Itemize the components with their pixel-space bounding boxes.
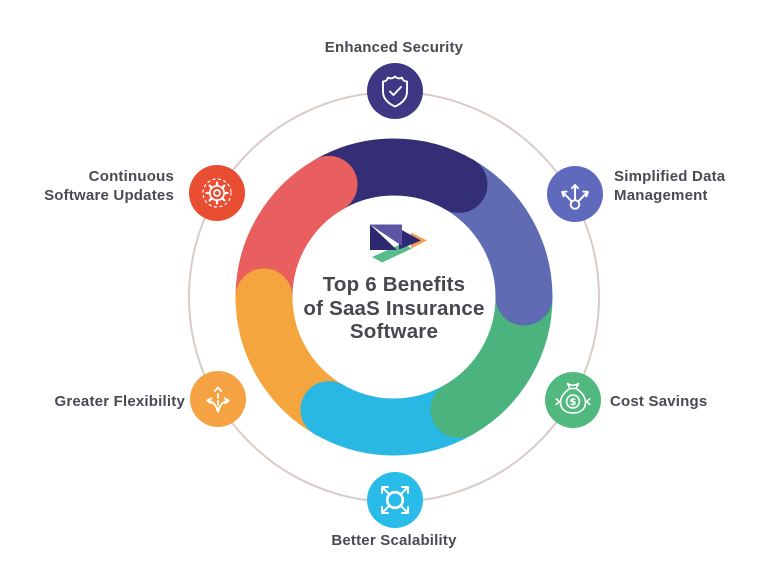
- title-line-1: Top 6 Benefits: [322, 273, 466, 296]
- badge-enhanced-security: [367, 63, 423, 119]
- benefit-icons: $: [189, 63, 603, 528]
- ring-cap-navy: [430, 155, 488, 213]
- shield-check-icon: [382, 75, 408, 108]
- label-text: Enhanced Security: [324, 39, 464, 56]
- label-text: Simplified Data: [614, 168, 726, 185]
- origami-bird-logo: [370, 224, 427, 263]
- label-greater-flexibility: Greater Flexibility: [5, 393, 185, 412]
- title-line-2: of SaaS Insurance: [303, 296, 485, 320]
- gear-refresh-icon: [202, 178, 232, 208]
- ring-cap-red: [300, 155, 358, 213]
- badge-better-scalability: [367, 472, 423, 528]
- svg-text:$: $: [570, 397, 577, 408]
- logo-wing-purple: [370, 224, 402, 246]
- label-continuous-software-updates: Continuous Software Updates: [0, 168, 174, 205]
- ring-cap-cyan: [300, 381, 358, 439]
- label-text: Greater Flexibility: [54, 393, 185, 410]
- diagram-title: Top 6 Benefits of SaaS Insurance Softwar…: [284, 273, 504, 344]
- label-text: Software Updates: [44, 186, 174, 204]
- flex-arrows-icon: [206, 386, 230, 413]
- badge-cost-savings: $: [545, 372, 601, 428]
- branch-arrows-icon: [561, 184, 589, 210]
- badge-simplified-data: [547, 166, 603, 222]
- label-enhanced-security: Enhanced Security: [294, 39, 494, 58]
- label-cost-savings: Cost Savings: [610, 393, 760, 412]
- label-text: Cost Savings: [610, 393, 708, 410]
- expand-arrows-icon: [381, 486, 409, 514]
- ring-cap-orange: [235, 268, 293, 326]
- icon-circle-shield: [367, 63, 423, 119]
- label-better-scalability: Better Scalability: [294, 532, 494, 551]
- badge-continuous-updates: [189, 165, 245, 221]
- icon-circle-gear: [189, 165, 245, 221]
- icon-circle-flex: [190, 371, 246, 427]
- label-text: Continuous: [88, 168, 174, 185]
- icon-circle-expand: [367, 472, 423, 528]
- logo-wing-indigo: [370, 224, 397, 250]
- label-text: Management: [614, 186, 708, 204]
- money-bag-icon: $: [555, 382, 591, 414]
- badge-greater-flexibility: [190, 371, 246, 427]
- label-text: Better Scalability: [331, 532, 457, 549]
- label-simplified-data-management: Simplified Data Management: [614, 168, 759, 205]
- title-line-3: Software: [349, 320, 439, 343]
- logo-body-indigo: [399, 228, 421, 250]
- ring-end-caps: [235, 155, 553, 439]
- ring-cap-periwinkle: [495, 268, 553, 326]
- icon-circle-money: [545, 372, 601, 428]
- ring-cap-green: [430, 381, 488, 439]
